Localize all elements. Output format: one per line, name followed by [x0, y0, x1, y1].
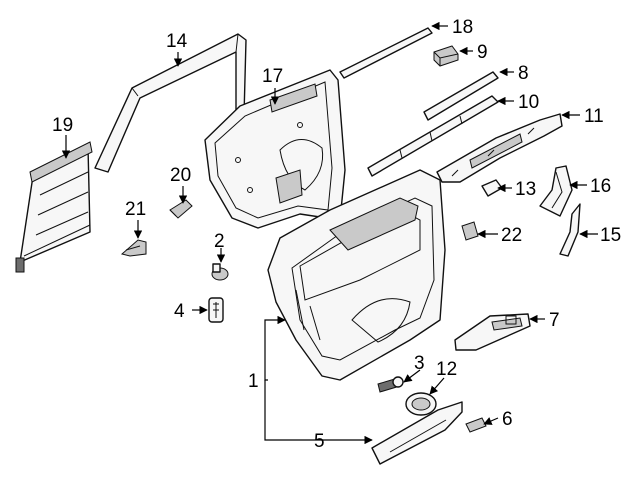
callout-17: 17	[262, 66, 283, 87]
part-3-screw	[377, 376, 404, 393]
callout-16: 16	[590, 176, 611, 197]
callout-5: 5	[314, 431, 325, 452]
callout-10: 10	[518, 92, 539, 113]
callout-4: 4	[174, 301, 185, 322]
callout-19: 19	[52, 115, 73, 136]
callout-12: 12	[436, 359, 457, 380]
part-12-speaker-grille	[405, 392, 437, 416]
part-5-pocket-trim	[371, 401, 463, 465]
part-15-trim-strip	[559, 203, 581, 257]
callout-2: 2	[214, 231, 225, 252]
callout-20: 20	[170, 165, 191, 186]
callout-13: 13	[515, 179, 536, 200]
callout-15: 15	[600, 225, 621, 246]
callout-8: 8	[518, 63, 529, 84]
part-22-cap	[461, 221, 479, 241]
part-4-switch-bezel	[208, 297, 224, 323]
part-16-pull-handle-cover	[539, 165, 573, 217]
callout-3: 3	[414, 353, 425, 374]
part-19-window-sunshade	[15, 141, 93, 273]
callout-1: 1	[248, 371, 259, 392]
callout-14: 14	[166, 31, 188, 52]
part-1-door-trim-panel	[267, 169, 446, 381]
callout-22: 22	[501, 225, 522, 246]
part-18-belt-weatherstrip	[339, 27, 433, 79]
leader-lines	[61, 21, 598, 445]
part-8-trim-strip	[423, 71, 499, 121]
callout-labels: 1 2 3 4 5 6 7 8 9 10 11 12 13 14 15 16 1…	[52, 17, 621, 452]
part-17-door-inner-panel	[204, 69, 346, 229]
callout-9: 9	[477, 42, 488, 63]
callout-21: 21	[125, 199, 146, 220]
callout-7: 7	[549, 310, 560, 331]
part-21-bracket	[120, 239, 147, 257]
part-20-clip	[169, 199, 193, 219]
part-9-clip	[433, 45, 459, 67]
part-11-armrest-bracket	[436, 113, 563, 183]
part-7-window-switch	[454, 313, 531, 351]
part-2-retainer	[211, 263, 229, 281]
callout-6: 6	[502, 409, 513, 430]
callout-18: 18	[452, 17, 473, 38]
callout-11: 11	[584, 106, 604, 127]
part-6-pad	[465, 417, 487, 433]
